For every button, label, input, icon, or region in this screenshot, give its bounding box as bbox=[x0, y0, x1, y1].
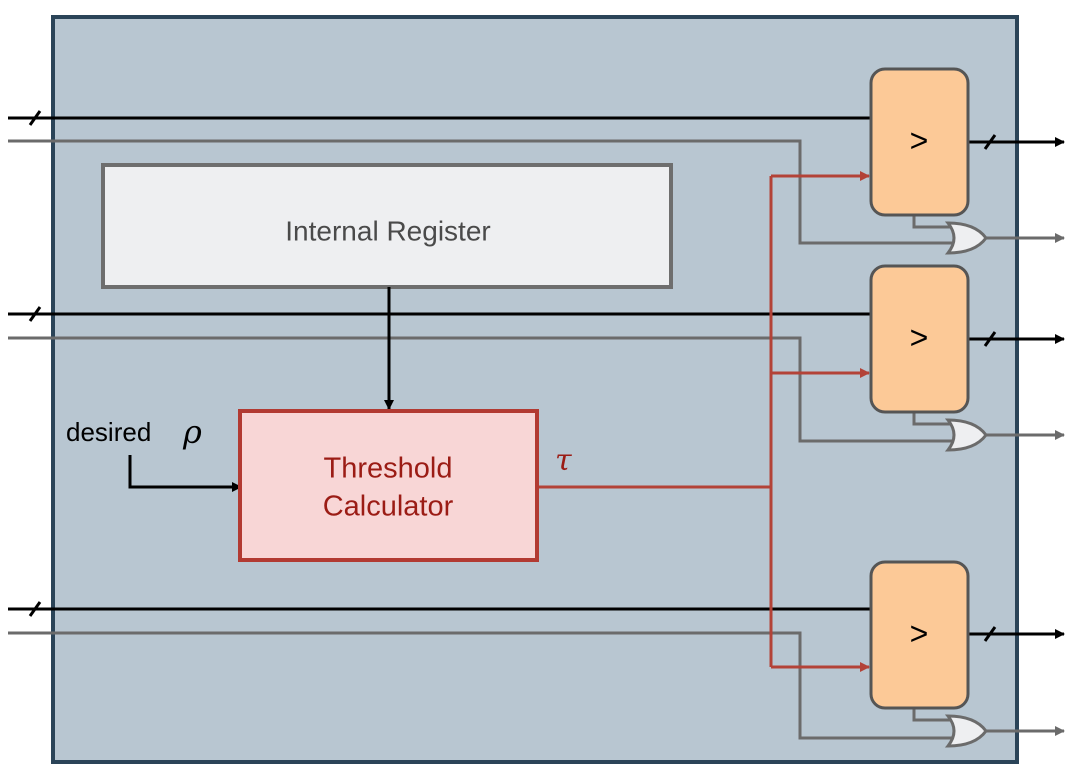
comparator-symbol: > bbox=[910, 615, 929, 651]
threshold-calculator-box bbox=[238, 409, 539, 562]
bus-slash-1 bbox=[28, 110, 42, 126]
desired-rho-arrow bbox=[128, 455, 242, 492]
tau-symbol: τ bbox=[555, 443, 572, 478]
output-bus-slash-2 bbox=[983, 331, 997, 347]
or-gate-2 bbox=[944, 418, 988, 452]
rho-symbol: ρ bbox=[182, 413, 202, 451]
internal-register-label: Internal Register bbox=[285, 215, 490, 246]
or-gate-1 bbox=[944, 221, 988, 255]
calculator-label-line1: Threshold bbox=[324, 453, 453, 485]
comparator-symbol: > bbox=[910, 319, 929, 355]
comparator-box bbox=[869, 264, 970, 414]
desired-label: desired bbox=[66, 417, 151, 447]
valid-wire-3 bbox=[8, 631, 952, 740]
or-gate-3 bbox=[944, 714, 988, 748]
row-1-wires bbox=[8, 110, 1065, 245]
row-3-wires bbox=[8, 601, 1065, 740]
valid-wire-1 bbox=[8, 139, 952, 245]
output-bus-slash-1 bbox=[983, 134, 997, 150]
comparator-to-or-2 bbox=[912, 412, 952, 426]
comparator-box bbox=[869, 67, 970, 217]
output-bus-slash-3 bbox=[983, 626, 997, 642]
tau-wires bbox=[538, 171, 870, 672]
comparator-2: > bbox=[869, 264, 970, 414]
comparator-box bbox=[869, 560, 970, 710]
valid-wire-2 bbox=[8, 336, 952, 443]
calculator-label-line2: Calculator bbox=[323, 491, 454, 523]
comparator-symbol: > bbox=[910, 122, 929, 158]
comparator-to-or-1 bbox=[912, 215, 952, 229]
comparator-1: > bbox=[869, 67, 970, 217]
bus-slash-2 bbox=[28, 306, 42, 322]
comparator-3: > bbox=[869, 560, 970, 710]
comparator-to-or-3 bbox=[912, 708, 952, 722]
row-2-wires bbox=[8, 306, 1065, 443]
internal-register-box bbox=[101, 163, 673, 289]
bus-slash-3 bbox=[28, 601, 42, 617]
